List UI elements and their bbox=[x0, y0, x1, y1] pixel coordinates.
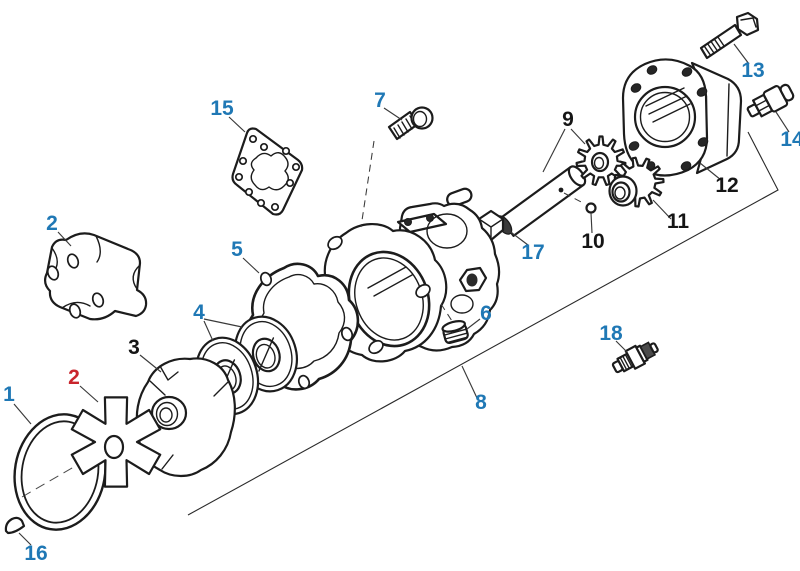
dowel-pin bbox=[446, 187, 473, 208]
part-17-drive-shaft bbox=[477, 165, 587, 242]
callout-18[interactable]: 18 bbox=[599, 322, 623, 345]
callout-17[interactable]: 17 bbox=[521, 241, 544, 264]
callout-10[interactable]: 10 bbox=[581, 230, 604, 253]
callout-5[interactable]: 5 bbox=[231, 238, 243, 261]
screw-alignment-dashes bbox=[360, 140, 375, 228]
callout-11[interactable]: 11 bbox=[667, 210, 690, 233]
part-2-coupling-guard bbox=[43, 232, 148, 321]
callout-14[interactable]: 14 bbox=[780, 128, 800, 151]
callout-3[interactable]: 3 bbox=[128, 336, 140, 359]
part-13-hex-bolt bbox=[699, 11, 760, 60]
plug-alignment-dashes bbox=[440, 303, 453, 322]
part-11-gear bbox=[608, 156, 665, 208]
part-12-pump-cover bbox=[621, 58, 743, 177]
part-2-spider-insert bbox=[70, 396, 162, 488]
part-10-ball bbox=[585, 202, 597, 214]
callout-6[interactable]: 6 bbox=[480, 302, 492, 325]
part-18-nipple-fitting bbox=[611, 341, 659, 374]
part-3-coupling-body bbox=[135, 357, 236, 478]
part-15-cover-gasket bbox=[231, 127, 304, 216]
part-16-key bbox=[4, 516, 26, 535]
callout-8[interactable]: 8 bbox=[475, 391, 487, 414]
callout-1[interactable]: 1 bbox=[3, 383, 15, 406]
callout-15[interactable]: 15 bbox=[210, 97, 234, 120]
callout-2-blue[interactable]: 2 bbox=[46, 212, 58, 235]
callout-2-red[interactable]: 2 bbox=[68, 366, 80, 389]
callout-7[interactable]: 7 bbox=[374, 89, 386, 112]
part-9-gear bbox=[575, 135, 627, 186]
callout-12[interactable]: 12 bbox=[715, 174, 738, 197]
part-8-assembly-bracket bbox=[187, 131, 779, 516]
part-14-fitting bbox=[746, 83, 795, 118]
callout-13[interactable]: 13 bbox=[741, 59, 764, 82]
part-7-screw bbox=[387, 106, 434, 141]
part-6-plug bbox=[441, 319, 469, 345]
callouts: 1 2 2 3 4 5 6 7 8 9 10 11 12 13 14 15 16… bbox=[3, 59, 800, 565]
leader-lines bbox=[13, 43, 790, 546]
callout-9[interactable]: 9 bbox=[562, 108, 574, 131]
callout-4[interactable]: 4 bbox=[193, 301, 205, 324]
callout-16[interactable]: 16 bbox=[24, 542, 47, 565]
ball-alignment-dashes bbox=[563, 192, 586, 205]
